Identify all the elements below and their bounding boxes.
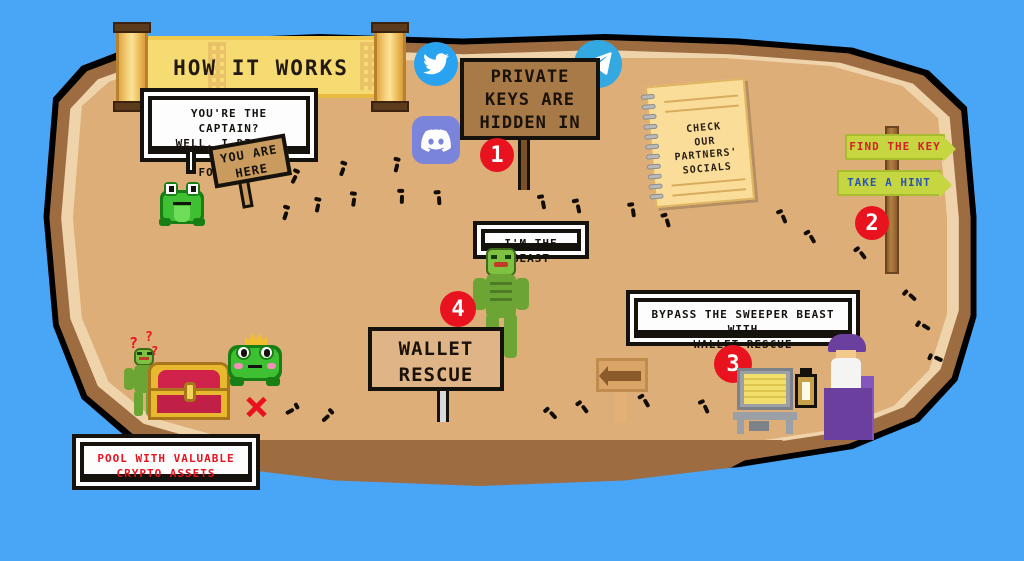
take-a-hint-sign[interactable]: TAKE A HINT bbox=[837, 170, 952, 198]
direction-signpost-pole bbox=[885, 126, 899, 274]
notepad-text: CHECK OUR PARTNERS' SOCIALS bbox=[660, 118, 750, 179]
step-badge-4[interactable]: 4 bbox=[440, 291, 476, 327]
banner-paper bbox=[146, 36, 376, 98]
frog bbox=[159, 182, 205, 228]
desk-top bbox=[733, 412, 797, 420]
crowned-frog bbox=[228, 333, 282, 393]
find-the-key-sign[interactable]: FIND THE KEY bbox=[845, 134, 956, 162]
private-keys-line-2: KEYS ARE bbox=[485, 89, 575, 110]
discord-icon[interactable] bbox=[412, 116, 460, 164]
banner-roll-right bbox=[374, 28, 406, 106]
computer bbox=[733, 368, 797, 434]
notepad-rule bbox=[665, 104, 739, 113]
step-badge-4-label: 4 bbox=[451, 296, 465, 322]
beast-speech-bubble: I'M THE BEAST bbox=[481, 229, 581, 265]
pool-info-box: POOL WITH VALUABLE CRYPTO ASSETS bbox=[80, 442, 252, 482]
notepad-rule bbox=[664, 94, 739, 103]
grass-patch bbox=[328, 390, 516, 420]
banner-cap-top-right bbox=[371, 22, 409, 33]
desk-leg bbox=[737, 420, 744, 434]
footprint-marker bbox=[571, 197, 588, 216]
question-mark-icon: ? bbox=[145, 330, 153, 345]
page-title: HOW IT WORKS bbox=[173, 56, 349, 80]
step-badge-1-label: 1 bbox=[490, 142, 504, 168]
step-badge-2-label: 2 bbox=[865, 210, 879, 236]
banner-texture-left bbox=[208, 42, 226, 90]
treasure-chest[interactable] bbox=[148, 362, 230, 420]
how-it-works-banner: HOW IT WORKS bbox=[112, 22, 410, 112]
footprint-marker bbox=[348, 191, 364, 209]
private-keys-line-3: HIDDEN IN bbox=[479, 112, 581, 133]
banner-cap-bottom-left bbox=[113, 101, 151, 112]
pool-line-1: POOL WITH VALUABLE bbox=[97, 452, 235, 465]
captain-line-1: YOU'RE THE CAPTAIN? bbox=[190, 107, 268, 135]
partners-socials-notepad[interactable]: CHECK OUR PARTNERS' SOCIALS bbox=[640, 77, 756, 209]
lantern bbox=[795, 368, 817, 416]
notepad-rule bbox=[672, 188, 747, 197]
banner-cap-top-left bbox=[113, 22, 151, 33]
chest-lock-icon bbox=[184, 382, 196, 402]
chest-base bbox=[148, 388, 230, 420]
question-mark-icon: ? bbox=[129, 334, 139, 352]
wallet-rescue-line-2: RESCUE bbox=[398, 363, 474, 386]
bypass-info-box: BYPASS THE SWEEPER BEAST WITH WALLET RES… bbox=[634, 298, 852, 351]
telegram-plane-glyph bbox=[584, 52, 612, 75]
arrow-sign[interactable] bbox=[596, 358, 648, 392]
beast-bubble-text: I'M THE BEAST bbox=[504, 237, 558, 265]
captain-bubble-tail bbox=[186, 152, 196, 174]
lantern-cap bbox=[800, 368, 812, 375]
wallet-rescue-post bbox=[437, 388, 449, 422]
arrow-sign-post bbox=[615, 392, 627, 422]
private-keys-sign-post bbox=[518, 128, 530, 190]
find-the-key-label: FIND THE KEY bbox=[849, 139, 941, 153]
footprint-marker bbox=[397, 189, 412, 205]
private-keys-sign[interactable]: PRIVATE KEYS ARE HIDDEN IN bbox=[460, 58, 600, 140]
twitter-bird-glyph bbox=[423, 53, 449, 75]
banner-texture-right bbox=[360, 42, 378, 90]
wallet-rescue-line-1: WALLET bbox=[398, 338, 474, 360]
desk-drawer bbox=[749, 421, 769, 431]
pool-line-2: CRYPTO ASSETS bbox=[116, 466, 216, 480]
wallet-rescue-sign[interactable]: WALLET RESCUE bbox=[368, 327, 504, 391]
footprint-marker bbox=[627, 201, 643, 219]
private-keys-line-1: PRIVATE bbox=[490, 67, 570, 87]
monitor-screen bbox=[744, 374, 786, 404]
step-badge-2[interactable]: 2 bbox=[855, 206, 889, 240]
question-mark-icon: ? bbox=[151, 344, 159, 358]
wizard bbox=[818, 334, 876, 440]
banner-cap-bottom-right bbox=[371, 101, 409, 112]
wizard-hat bbox=[828, 334, 866, 352]
footprint-marker bbox=[433, 190, 448, 207]
take-a-hint-label: TAKE A HINT bbox=[847, 175, 931, 189]
left-arrow-icon bbox=[599, 366, 641, 386]
bypass-line-2: WALLET RESCUE bbox=[693, 337, 793, 351]
wizard-robe bbox=[824, 388, 872, 440]
banner-roll-left bbox=[116, 28, 148, 106]
footprint-marker bbox=[537, 193, 554, 211]
red-x-icon bbox=[245, 396, 267, 418]
step-badge-1[interactable]: 1 bbox=[480, 138, 514, 172]
twitter-icon[interactable] bbox=[414, 42, 458, 86]
desk-leg bbox=[786, 420, 793, 434]
lantern-flame bbox=[802, 382, 810, 400]
discord-logo-glyph bbox=[421, 128, 451, 152]
notepad-rule bbox=[671, 178, 746, 187]
step-badge-3-label: 3 bbox=[726, 351, 740, 377]
bypass-line-1: BYPASS THE SWEEPER BEAST WITH bbox=[651, 308, 835, 336]
